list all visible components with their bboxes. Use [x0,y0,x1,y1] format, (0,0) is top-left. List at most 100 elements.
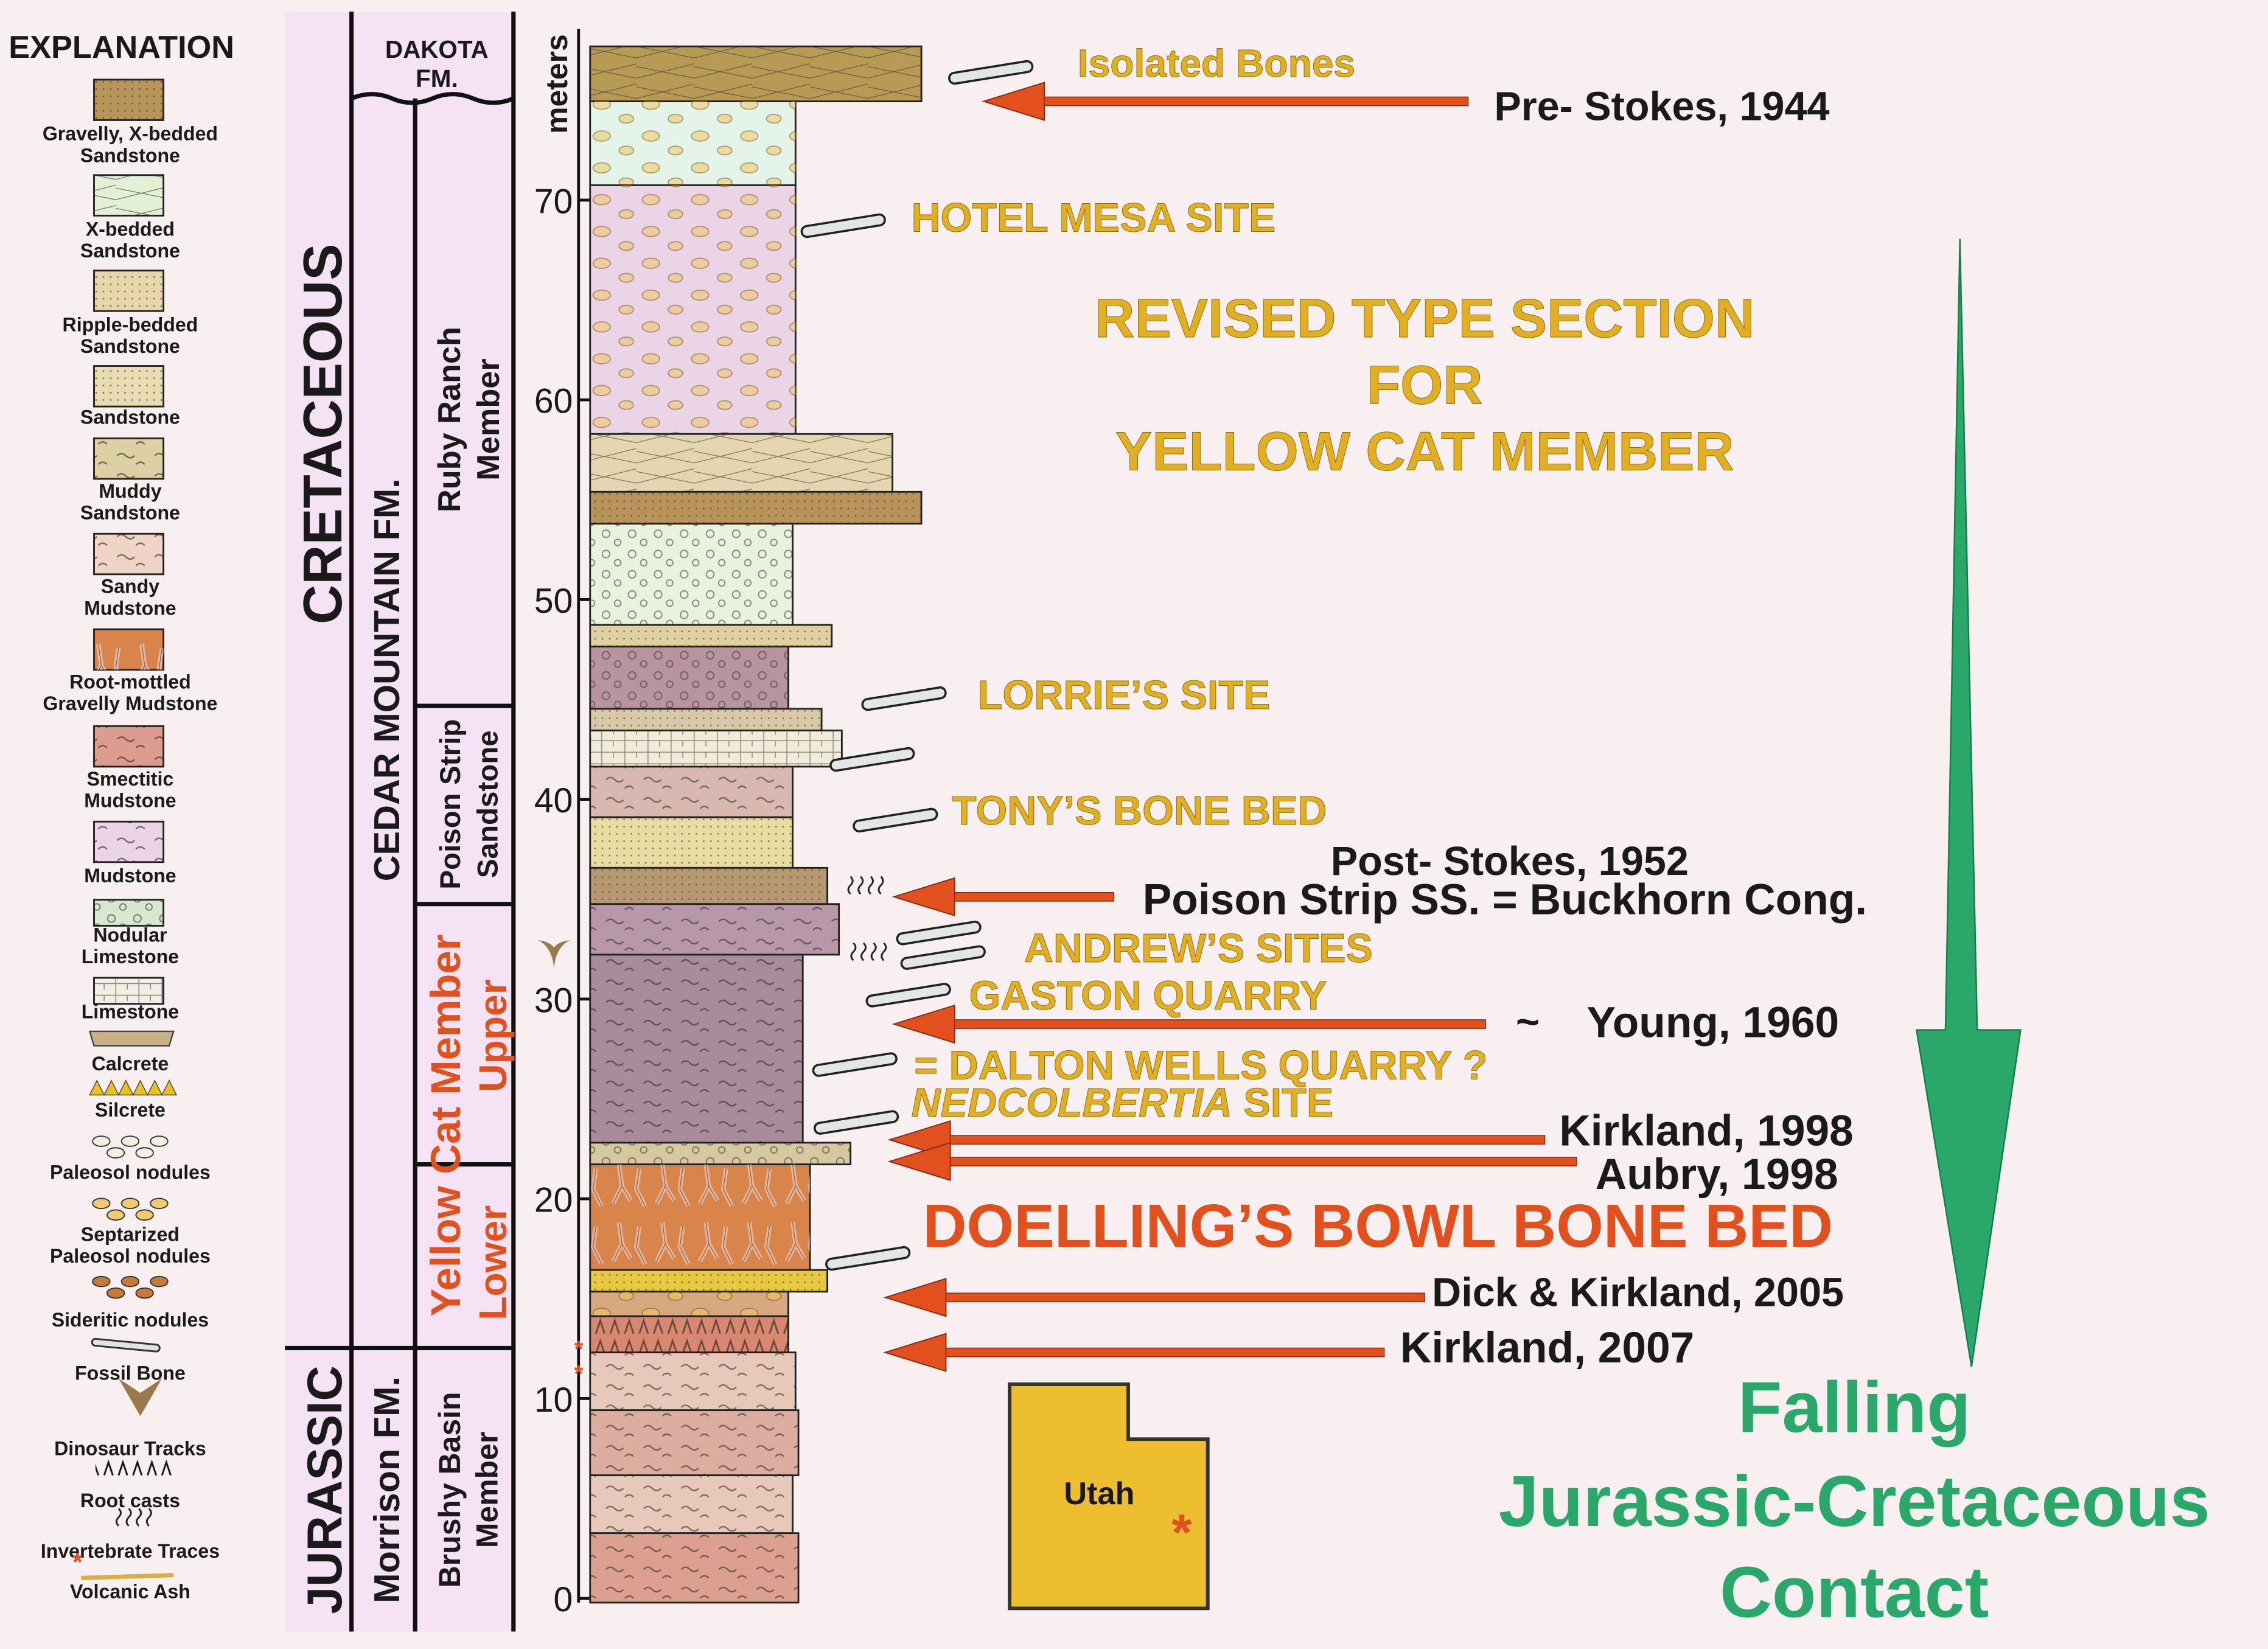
contact-label-2: Jurassic-Cretaceous [1499,1461,2210,1542]
dinosaur-tracks-icon [538,940,570,969]
hotel-mesa-label: HOTEL MESA SITE [911,195,1275,240]
root-mottled-gravelly-mudstone-swatch [93,628,165,671]
axis-tick-label: 40 [534,781,573,820]
utah-map: Utah * [1008,1382,1210,1611]
nedcolbertia-site-label: NEDCOLBERTIA SITE [911,1081,1333,1126]
smectitic-mudstone-swatch [93,725,165,768]
sandy-mudstone-bed [589,765,794,818]
poison-strip-buckhorn-label: Poison Strip SS. = Buckhorn Cong. [1143,875,1867,924]
dalton-wells-label: = DALTON WELLS QUARRY ? [914,1043,1487,1088]
mudstone-with-nodules-bed [589,184,797,435]
invertebrate-traces-icon [857,876,864,895]
bone-icon [829,747,915,772]
poison-strip-sandstone-bed [589,816,794,869]
jurassic-label: JURASSIC [298,1365,352,1614]
sideritic-nodules-swatch [92,1275,169,1299]
sideritic-nodule-bed [589,1291,789,1317]
svg-text:*: * [72,1547,83,1577]
panel-lines [285,12,516,1632]
legend-label: Ripple-bedded [63,313,198,335]
invertebrate-traces-icon [870,942,877,961]
pre-stokes-arrow [982,82,1469,121]
andrews-bone-icon-2 [900,945,986,970]
invertebrate-traces-swatch [115,1508,152,1527]
title-line-2: FOR [1367,354,1483,416]
title-line-1: REVISED TYPE SECTION [1095,288,1754,349]
legend-label: Paleosol nodules [50,1161,211,1183]
legend-label: Limestone [82,946,179,967]
cretaceous-label: CRETACEOUS [292,243,354,624]
sandstone-bed [589,708,823,731]
legend-label: Limestone [82,1001,179,1023]
nedcolbertia-rest: SITE [1232,1081,1333,1126]
brushy-basin-mudstone-a [589,1351,797,1412]
axis-tick-label: 10 [534,1381,573,1420]
axis-tick-label: 70 [534,182,573,221]
axis-label: meters [540,34,574,134]
muddy-sandstone-swatch [93,437,165,480]
septarized-paleosol-nodules-swatch [92,1198,169,1221]
aubry-arrow [887,1142,1577,1182]
poison-strip-label-2: Sandstone [472,730,504,878]
aubry-label: Aubry, 1998 [1596,1150,1838,1199]
tonys-bone-icon [853,807,938,833]
legend-label: Nodular [93,924,167,946]
paleosol-nodules-swatch [92,1135,169,1159]
brushy-basin-label-1: Brushy Basin [433,1392,467,1588]
muddy-sandstone-bed [589,866,829,905]
axis-tick-label: 30 [534,981,573,1020]
pre-stokes-label: Pre- Stokes, 1944 [1494,84,1829,129]
panel-background [285,12,514,1632]
nedcolbertia-italic: NEDCOLBERTIA [911,1081,1232,1126]
legend-label: Gravelly Mudstone [43,692,217,714]
legend-label: Sandstone [80,335,180,357]
falling-contact-arrow [1916,239,2022,1367]
legend-label: Muddy [99,480,162,502]
andrews-sites-label: ANDREW’S SITES [1024,926,1373,971]
doellings-bowl-label: DOELLING’S BOWL BONE BED [923,1193,1833,1260]
dick-kirkland-label: Dick & Kirkland, 2005 [1432,1271,1844,1316]
upper-yellow-cat-mudstone-a [589,903,840,956]
title-line-3: YELLOW CAT MEMBER [1115,421,1734,483]
legend-label: Sandstone [80,501,180,523]
dinosaur-tracks-swatch [118,1378,162,1417]
contact-label-3: Contact [1720,1552,1989,1633]
andrews-bone-icon-1 [896,921,982,946]
invertebrate-traces-icon [847,876,854,895]
lower-label: Lower [471,1205,515,1320]
sandstone-swatch [93,365,165,408]
lorries-site-label: LORRIE’S SITE [978,673,1271,718]
legend-label: Mudstone [84,597,176,619]
invertebrate-traces-icon [860,942,867,961]
legend-title: EXPLANATION [9,30,234,65]
contact-label-1: Falling [1738,1367,1971,1448]
legend-label: Calcrete [92,1053,169,1075]
invertebrate-traces-icon [850,942,857,961]
ripple-bedded-sandstone-swatch [93,270,165,312]
ruby-ranch-label-2: Member [471,358,506,480]
axis-tick-label: 0 [554,1580,573,1619]
legend-label: Root casts [80,1490,180,1511]
dakota-label-2: FM. [416,64,458,92]
xbedded-sandstone-bed [589,100,797,186]
legend-label: X-bedded [86,218,175,240]
volcanic-ash-locality-icon: * [1171,1504,1192,1562]
silcrete-swatch [89,1079,178,1096]
gravelly-xbedded-sandstone-swatch [93,78,165,121]
axis-tick-label: 20 [534,1181,573,1220]
young-label: Young, 1960 [1586,998,1839,1047]
legend-label: Root-mottled [69,671,191,693]
legend-label: Septarized [81,1224,180,1246]
young-arrow [891,1004,1486,1044]
fossil-bone-swatch [91,1337,161,1353]
xbedded-sandstone-swatch [93,174,165,217]
brushy-basin-mudstone-c [589,1474,794,1535]
gaston-bone-icon [865,983,951,1008]
gravelly-sandstone-bed [589,490,923,525]
sandy-mudstone-swatch [93,532,165,576]
upper-yellow-cat-mudstone-b [589,953,804,1144]
legend-label: Sandy [101,576,159,598]
invertebrate-traces-icon [867,876,874,895]
ruby-ranch-label-1: Ruby Ranch [432,327,467,512]
